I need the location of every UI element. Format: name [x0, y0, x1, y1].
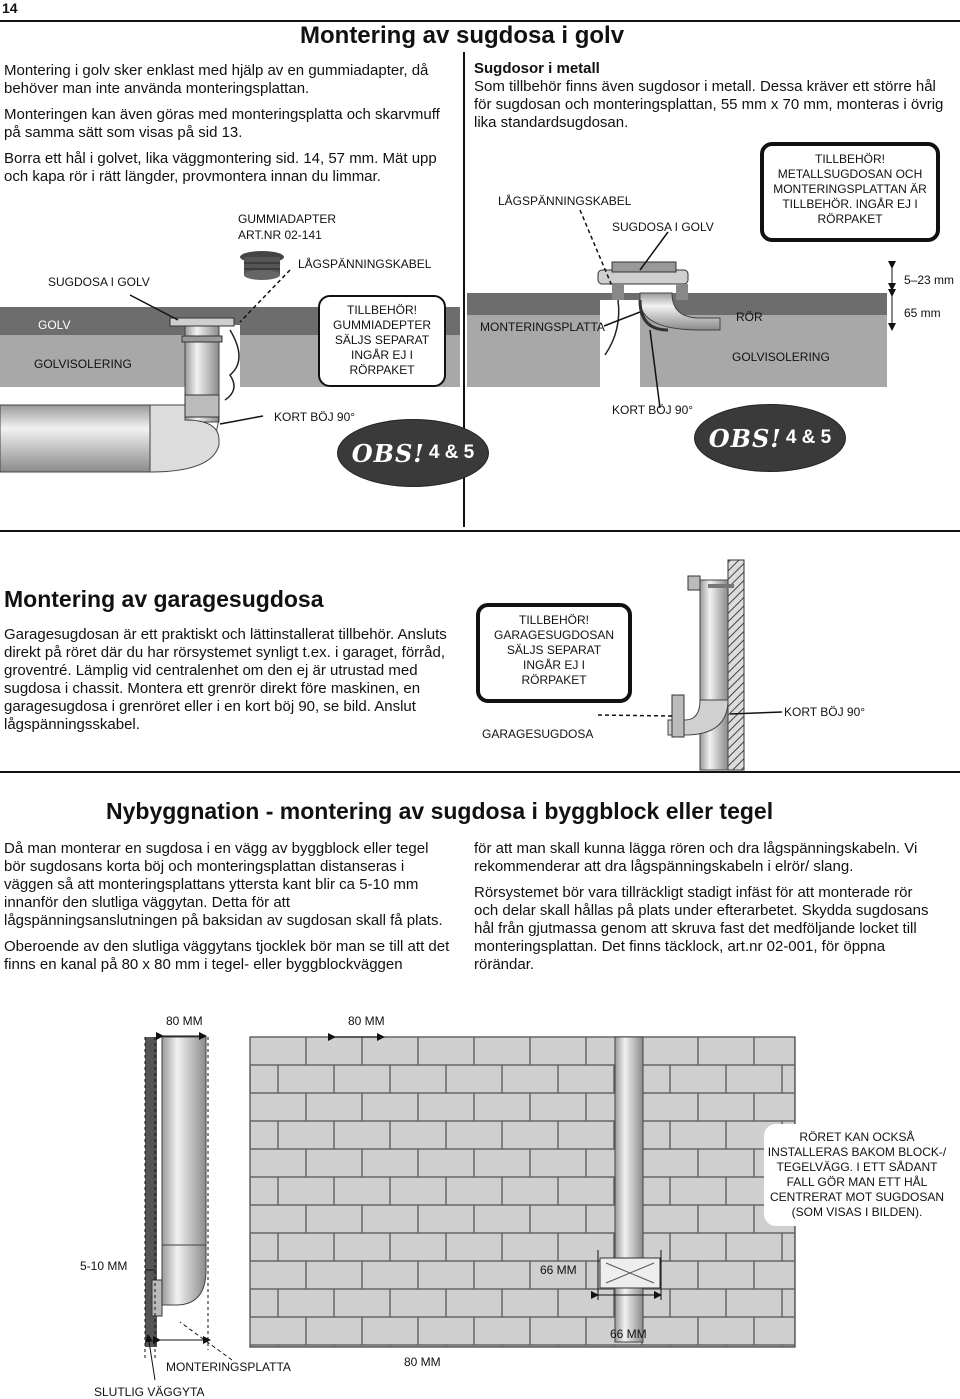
note-line: TILLBEHÖR!: [346, 303, 418, 317]
header-rule: [0, 20, 960, 22]
label-ror: RÖR: [736, 310, 763, 324]
obs-pages: 4 & 5: [785, 427, 832, 448]
note-line: TILLBEHÖR!: [814, 152, 886, 166]
new-build-right: för att man skall kunna lägga rören och …: [474, 840, 934, 974]
wall-diagram-left: [144, 1032, 233, 1381]
note-line: TILLBEHÖR!: [518, 613, 590, 627]
new-build-paragraph-3: för att man skall kunna lägga rören och …: [474, 840, 918, 875]
obs-pages: 4 & 5: [428, 442, 475, 463]
label-sugdosa-left: SUGDOSA I GOLV: [48, 275, 150, 289]
label-golv-right: GOLV: [710, 271, 743, 285]
note-line: RÖRET KAN OCKSÅ: [799, 1130, 915, 1144]
note-garagesugdosa: TILLBEHÖR! GARAGESUGDOSAN SÄLJS SEPARAT …: [476, 603, 632, 703]
new-build-paragraph-2: Oberoende av den slutliga väggytans tjoc…: [4, 938, 450, 973]
note-line: TILLBEHÖR. INGÅR EJ I: [782, 197, 918, 211]
floor-diagram-right: [467, 209, 896, 409]
obs-badge-left: OBS! 4 & 5: [338, 420, 488, 486]
label-80mm-b: 80 MM: [348, 1014, 385, 1028]
label-slutlig-vaggyta: SLUTLIG VÄGGYTA: [94, 1385, 205, 1399]
note-line: RÖRPAKET: [817, 212, 883, 226]
label-66mm-b: 66 MM: [610, 1327, 647, 1341]
note-line: RÖRPAKET: [521, 673, 587, 687]
label-lagspanningskabel-left: LÅGSPÄNNINGSKABEL: [298, 257, 432, 271]
garage-title: Montering av garagesugdosa: [4, 586, 324, 612]
floor-title: Montering av sugdosa i golv: [300, 22, 625, 49]
obs-word: OBS!: [708, 423, 782, 453]
label-dim-65: 65 mm: [904, 306, 941, 320]
note-line: TEGELVÄGG. I ETT SÅDANT: [776, 1160, 938, 1174]
garage-text: Garagesugdosan är ett praktiskt och lätt…: [4, 626, 447, 733]
new-build-paragraph-4: Rörsystemet bör vara tillräckligt stadig…: [474, 884, 929, 973]
page-number: 14: [2, 0, 18, 16]
label-66mm-a: 66 MM: [540, 1263, 577, 1277]
note-line: MONTERINGSPLATTAN ÄR: [773, 182, 927, 196]
rule-2: [0, 771, 960, 773]
note-line: INGÅR EJ I: [350, 348, 413, 362]
note-gummiadapter: TILLBEHÖR! GUMMIADEPTER SÄLJS SEPARAT IN…: [318, 295, 446, 387]
label-kort-boj-left: KORT BÖJ 90°: [274, 410, 356, 424]
obs-badge-right: OBS! 4 & 5: [695, 405, 845, 471]
floor-paragraph-3: Borra ett hål i golvet, lika väggmonteri…: [4, 150, 437, 185]
label-golvisolering-right: GOLVISOLERING: [732, 350, 830, 364]
floor-paragraph-2: Monteringen kan även göras med montering…: [4, 106, 440, 141]
rule-1: [0, 530, 960, 532]
note-line: INSTALLERAS BAKOM BLOCK-/: [767, 1145, 947, 1159]
note-metallsugdosa: TILLBEHÖR! METALLSUGDOSAN OCH MONTERINGS…: [760, 142, 940, 242]
note-line: SÄLJS SEPARAT: [334, 333, 430, 347]
garage-diagram: [597, 559, 783, 771]
obs-word: OBS!: [351, 438, 425, 468]
label-80mm-c: 80 MM: [404, 1355, 441, 1369]
label-5-10mm: 5-10 MM: [80, 1259, 128, 1273]
new-build-paragraph-1: Då man monterar en sugdosa i en vägg av …: [4, 840, 443, 929]
label-monteringsplatta: MONTERINGSPLATTA: [480, 320, 605, 334]
label-sugdosa-right: SUGDOSA I GOLV: [612, 220, 714, 234]
floor-intro: Montering i golv sker enklast med hjälp …: [4, 62, 454, 186]
label-dim-5-23: 5–23 mm: [904, 273, 955, 287]
metal-text: Som tillbehör finns även sugdosor i meta…: [474, 78, 944, 131]
note-line: GARAGESUGDOSAN: [493, 628, 615, 642]
note-line: INGÅR EJ I: [522, 658, 585, 672]
label-kort-boj-garage: KORT BÖJ 90°: [784, 705, 866, 719]
floor-paragraph-1: Montering i golv sker enklast med hjälp …: [4, 62, 429, 97]
label-gummiadapter: GUMMIADAPTER: [238, 212, 337, 226]
label-monteringsplatta-wall: MONTERINGSPLATTA: [166, 1360, 291, 1374]
note-line: SÄLJS SEPARAT: [506, 643, 602, 657]
label-lagspanningskabel-right: LÅGSPÄNNINGSKABEL: [498, 194, 632, 208]
top-divider: [463, 52, 465, 527]
note-line: FALL GÖR MAN ETT HÅL: [786, 1175, 928, 1189]
new-build-left: Då man monterar en sugdosa i en vägg av …: [4, 840, 452, 974]
note-line: (SOM VISAS I BILDEN).: [791, 1205, 923, 1219]
note-line: CENTRERAT MOT SUGDOSAN: [769, 1190, 945, 1204]
metal-subtitle: Sugdosor i metall: [474, 60, 600, 77]
note-line: METALLSUGDOSAN OCH: [777, 167, 923, 181]
label-garagesugdosa: GARAGESUGDOSA: [482, 727, 594, 741]
label-artnr: ART.NR 02-141: [238, 228, 322, 242]
label-80mm-a: 80 MM: [166, 1014, 203, 1028]
label-golv-left: GOLV: [38, 318, 71, 332]
note-brick-wall: RÖRET KAN OCKSÅ INSTALLERAS BAKOM BLOCK-…: [764, 1124, 950, 1226]
note-line: GUMMIADEPTER: [332, 318, 431, 332]
note-line: RÖRPAKET: [349, 363, 415, 377]
label-golvisolering-left: GOLVISOLERING: [34, 357, 132, 371]
new-build-title: Nybyggnation - montering av sugdosa i by…: [106, 798, 774, 824]
label-kort-boj-right: KORT BÖJ 90°: [612, 403, 694, 417]
wall-diagram-right: [249, 1033, 796, 1348]
